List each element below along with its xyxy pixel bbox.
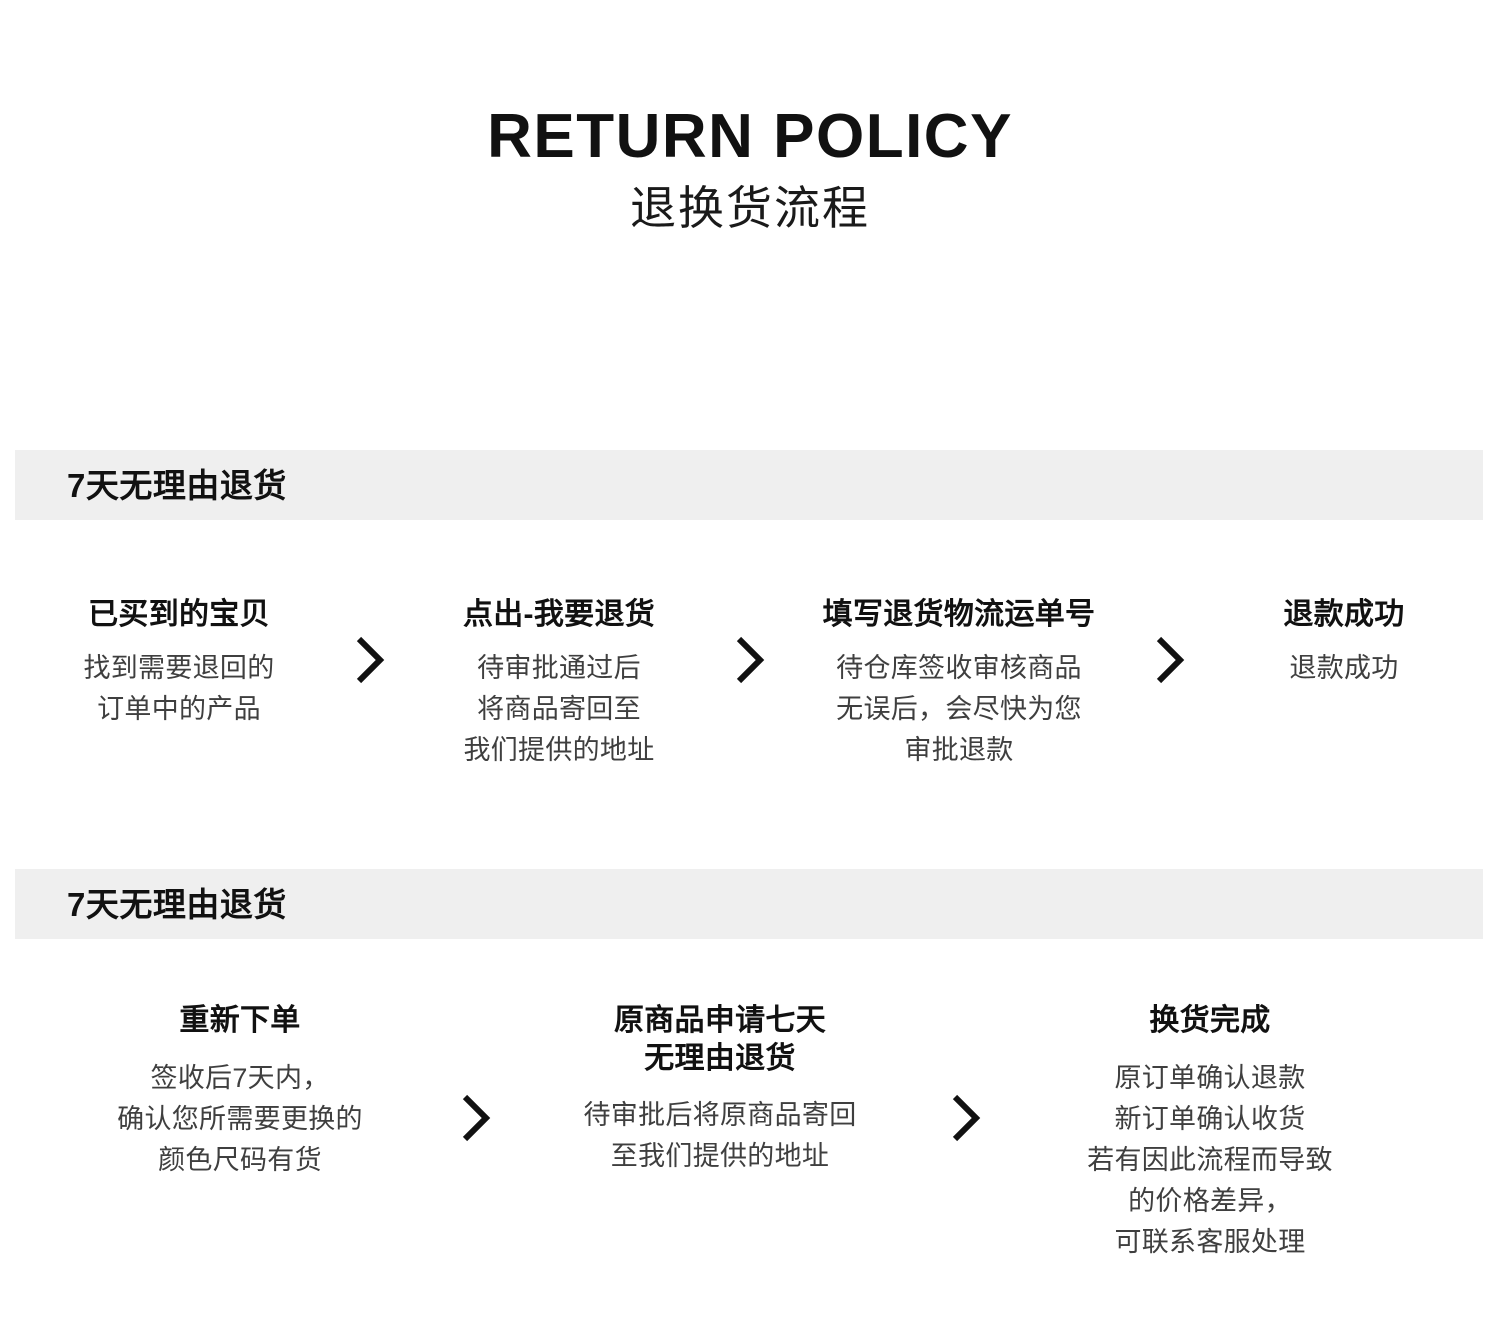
return-flow-steps: 已买到的宝贝 找到需要退回的 订单中的产品 点出-我要退货 待审批通过后 将商品… bbox=[0, 596, 1500, 771]
step-description: 原订单确认退款 新订单确认收货 若有因此流程而导致 的价格差异， 可联系客服处理 bbox=[1087, 1062, 1333, 1257]
section-title-exchange: 7天无理由退货 bbox=[67, 885, 287, 923]
step-title: 换货完成 bbox=[1149, 1004, 1271, 1037]
flow-step: 原商品申请七天 无理由退货 待审批后将原商品寄回 至我们提供的地址 bbox=[530, 1002, 910, 1177]
step-description: 待审批后将原商品寄回 至我们提供的地址 bbox=[583, 1100, 857, 1172]
step-title: 退款成功 bbox=[1283, 598, 1405, 631]
step-title: 点出-我要退货 bbox=[462, 598, 656, 631]
step-title: 填写退货物流运单号 bbox=[822, 598, 1096, 631]
chevron-right-icon bbox=[910, 1002, 1020, 1144]
page-header: RETURN POLICY 退换货流程 bbox=[0, 0, 1500, 234]
step-description: 待审批通过后 将商品寄回至 我们提供的地址 bbox=[463, 652, 655, 765]
step-description: 签收后7天内， 确认您所需要更换的 颜色尺码有货 bbox=[117, 1062, 363, 1175]
flow-step: 已买到的宝贝 找到需要退回的 订单中的产品 bbox=[29, 596, 329, 730]
flow-step: 换货完成 原订单确认退款 新订单确认收货 若有因此流程而导致 的价格差异， 可联… bbox=[1020, 1002, 1400, 1263]
chevron-right-icon bbox=[420, 1002, 530, 1144]
page-subtitle: 退换货流程 bbox=[630, 182, 870, 235]
chevron-right-icon bbox=[1129, 596, 1209, 686]
flow-step: 重新下单 签收后7天内， 确认您所需要更换的 颜色尺码有货 bbox=[60, 1002, 420, 1181]
chevron-right-icon bbox=[329, 596, 409, 686]
section-title-return: 7天无理由退货 bbox=[67, 466, 287, 504]
step-description: 待仓库签收审核商品 无误后，会尽快为您 审批退款 bbox=[836, 652, 1082, 765]
step-title: 已买到的宝贝 bbox=[88, 598, 270, 631]
step-description: 找到需要退回的 订单中的产品 bbox=[83, 652, 275, 724]
page-title: RETURN POLICY bbox=[487, 102, 1013, 171]
flow-step: 点出-我要退货 待审批通过后 将商品寄回至 我们提供的地址 bbox=[409, 596, 709, 771]
chevron-right-icon bbox=[709, 596, 789, 686]
exchange-flow-steps: 重新下单 签收后7天内， 确认您所需要更换的 颜色尺码有货 原商品申请七天 无理… bbox=[0, 1002, 1500, 1263]
step-title: 原商品申请七天 无理由退货 bbox=[613, 1004, 827, 1075]
flow-step: 退款成功 退款成功 bbox=[1209, 596, 1479, 689]
step-description: 退款成功 bbox=[1289, 652, 1399, 683]
section-band-return: 7天无理由退货 bbox=[15, 450, 1483, 520]
section-band-exchange: 7天无理由退货 bbox=[15, 869, 1483, 939]
flow-step: 填写退货物流运单号 待仓库签收审核商品 无误后，会尽快为您 审批退款 bbox=[789, 596, 1129, 771]
step-title: 重新下单 bbox=[179, 1004, 301, 1037]
